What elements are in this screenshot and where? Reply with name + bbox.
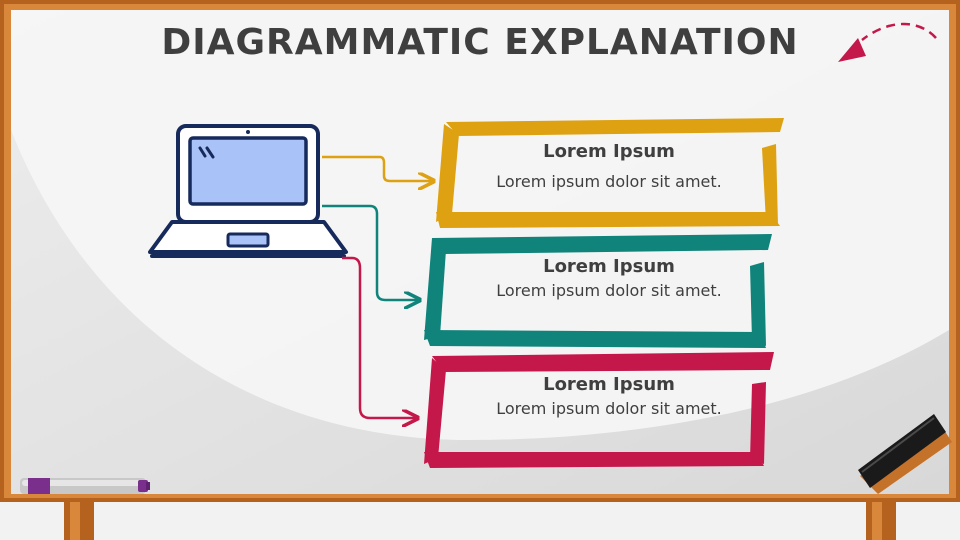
frame-box-1 (436, 118, 784, 228)
laptop-icon (148, 124, 348, 258)
info-box-3: Lorem Ipsum Lorem ipsum dolor sit amet. (456, 373, 762, 421)
info-box-heading: Lorem Ipsum (543, 256, 675, 277)
info-box-body: Lorem ipsum dolor sit amet. (496, 172, 722, 191)
marker-icon (20, 478, 150, 494)
curved-arrow-icon (838, 22, 937, 62)
connector-arrow-3 (342, 256, 416, 418)
info-box-1: Lorem Ipsum Lorem ipsum dolor sit amet. (456, 140, 762, 194)
connector-arrow-1 (322, 155, 432, 181)
info-box-body: Lorem ipsum dolor sit amet. (496, 281, 722, 300)
info-box-heading: Lorem Ipsum (543, 374, 675, 395)
info-box-2: Lorem Ipsum Lorem ipsum dolor sit amet. (456, 255, 762, 303)
connector-arrow-2 (322, 204, 418, 300)
info-box-heading: Lorem Ipsum (543, 141, 675, 162)
frame-box-2 (424, 234, 772, 348)
info-box-body: Lorem ipsum dolor sit amet. (496, 399, 722, 418)
page-title: DIAGRAMMATIC EXPLANATION (161, 22, 799, 63)
eraser-icon (858, 414, 952, 494)
frame-box-3 (424, 352, 774, 468)
